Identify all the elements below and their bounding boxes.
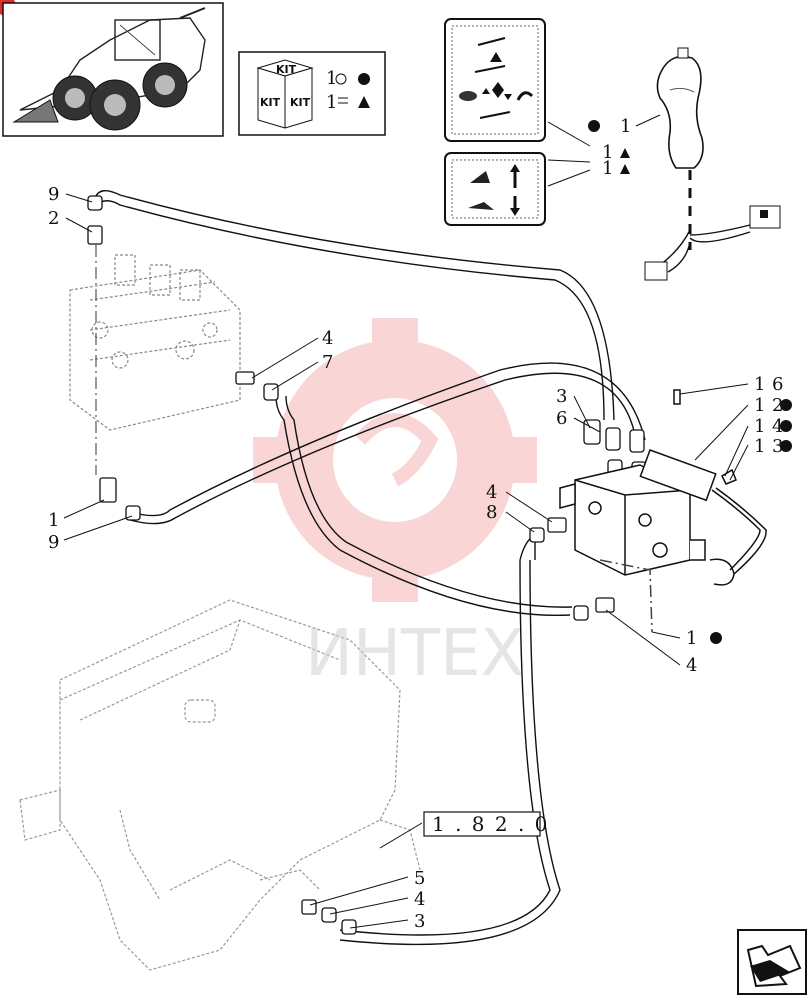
arrow-icon <box>750 960 790 982</box>
control-valve-bank <box>69 245 241 475</box>
watermark-text: ИНТЕХ <box>305 617 524 691</box>
callout-right-3-suffix: 4 <box>772 416 783 437</box>
next-page-arrow-button[interactable] <box>737 929 807 995</box>
callout-left-4: 9 <box>48 532 59 553</box>
joystick-assembly <box>644 47 781 281</box>
decal-label-3: 1 <box>602 158 613 179</box>
triangle-marker-icon <box>620 148 630 158</box>
triangle-marker-icon <box>620 164 630 174</box>
triangle-marker-icon <box>358 96 370 108</box>
kit-row2-number: 1 <box>326 92 337 113</box>
circle-marker-icon <box>780 440 792 452</box>
kit-label-right: KIT <box>290 96 311 109</box>
decal-lower <box>444 152 546 226</box>
callout-mid-5: 4 <box>486 482 497 503</box>
kit-label-left: KIT <box>260 96 281 109</box>
callout-right-4: 1 <box>754 436 765 457</box>
circle-marker-icon <box>780 399 792 411</box>
circle-marker-icon <box>588 120 600 132</box>
callout-right-2-suffix: 2 <box>772 395 783 416</box>
callout-right-1-suffix: 6 <box>772 374 783 395</box>
callout-right-2: 1 <box>754 395 765 416</box>
callout-right-3: 1 <box>754 416 765 437</box>
callout-bottom-3: 3 <box>414 911 425 932</box>
cross-reference-box[interactable]: 1 . 8 2 . 0 <box>423 811 549 837</box>
callout-left-1: 9 <box>48 184 59 205</box>
callout-mid-3: 3 <box>556 386 567 407</box>
decal-upper <box>444 18 546 142</box>
callout-numbers: 9 2 1 9 4 7 3 6 4 8 1 6 1 2 1 4 1 3 1 4 … <box>48 116 792 932</box>
kit-row1-number: 1 <box>326 68 337 89</box>
callout-left-2: 2 <box>48 208 59 229</box>
leader-lines <box>63 114 749 929</box>
diverter-valve-block <box>559 389 767 633</box>
callout-mid-2: 7 <box>322 352 333 373</box>
kit-legend-box: KIT KIT KIT 1 1 <box>238 51 386 136</box>
circle-marker-icon <box>710 632 722 644</box>
theta-symbol <box>335 73 347 85</box>
machine-thumbnail <box>2 2 224 137</box>
callout-bottom-1: 5 <box>414 868 425 889</box>
transmission-housing <box>19 599 421 971</box>
callout-right-1: 1 <box>754 374 765 395</box>
decal-label-1: 1 <box>620 116 631 137</box>
circle-marker-icon <box>358 73 370 85</box>
watermark-logo: ИНТЕХ <box>253 318 537 691</box>
kit-label-top: KIT <box>276 63 297 76</box>
callout-right-4-suffix: 3 <box>772 436 783 457</box>
cross-reference-text: 1 . 8 2 . 0 <box>432 812 549 836</box>
callout-right-5: 1 <box>686 628 697 649</box>
callout-bottom-2: 4 <box>414 889 425 910</box>
decal-label-2: 1 <box>602 142 613 163</box>
hydraulic-hoses <box>94 190 646 946</box>
callout-mid-4: 6 <box>556 408 567 429</box>
circle-marker-icon <box>780 420 792 432</box>
callout-left-3: 1 <box>48 510 59 531</box>
callout-mid-1: 4 <box>322 328 333 349</box>
callout-right-6: 4 <box>686 655 697 676</box>
callout-mid-6: 8 <box>486 502 497 523</box>
